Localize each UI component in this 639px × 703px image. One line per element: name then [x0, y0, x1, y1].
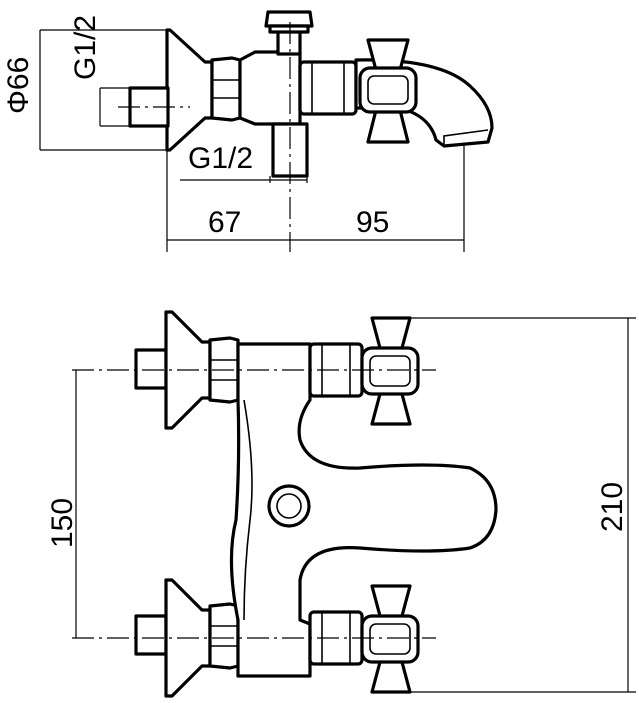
thread-bottom-label: G1/2: [188, 142, 253, 175]
thread-side-label: G1/2: [69, 15, 102, 80]
side-wall-flange: [165, 28, 214, 152]
side-cylinder: [298, 60, 358, 116]
diameter-label: Φ66: [2, 57, 35, 114]
side-diverter-knob: [264, 10, 314, 28]
side-body: [238, 50, 302, 126]
dim-left-label: 67: [208, 206, 241, 239]
front-view: 150 210: [46, 310, 636, 698]
front-upper-handle-hub: [360, 346, 420, 396]
side-view: Φ66 G1/2 G1/2 67 95: [2, 10, 494, 252]
front-diverter-ring: [267, 484, 311, 528]
side-handle-hub: [358, 66, 418, 114]
dim-height-label: 150: [46, 498, 79, 548]
front-lower-nut: [208, 602, 240, 670]
side-hex-nut: [210, 56, 242, 122]
front-upper-inlet: [134, 348, 168, 390]
dim-right-label: 95: [356, 206, 389, 239]
front-lower-inlet: [134, 614, 168, 656]
dim-overall-label: 210: [596, 482, 629, 532]
front-body: [229, 342, 498, 678]
front-lower-handle-hub: [360, 614, 420, 664]
